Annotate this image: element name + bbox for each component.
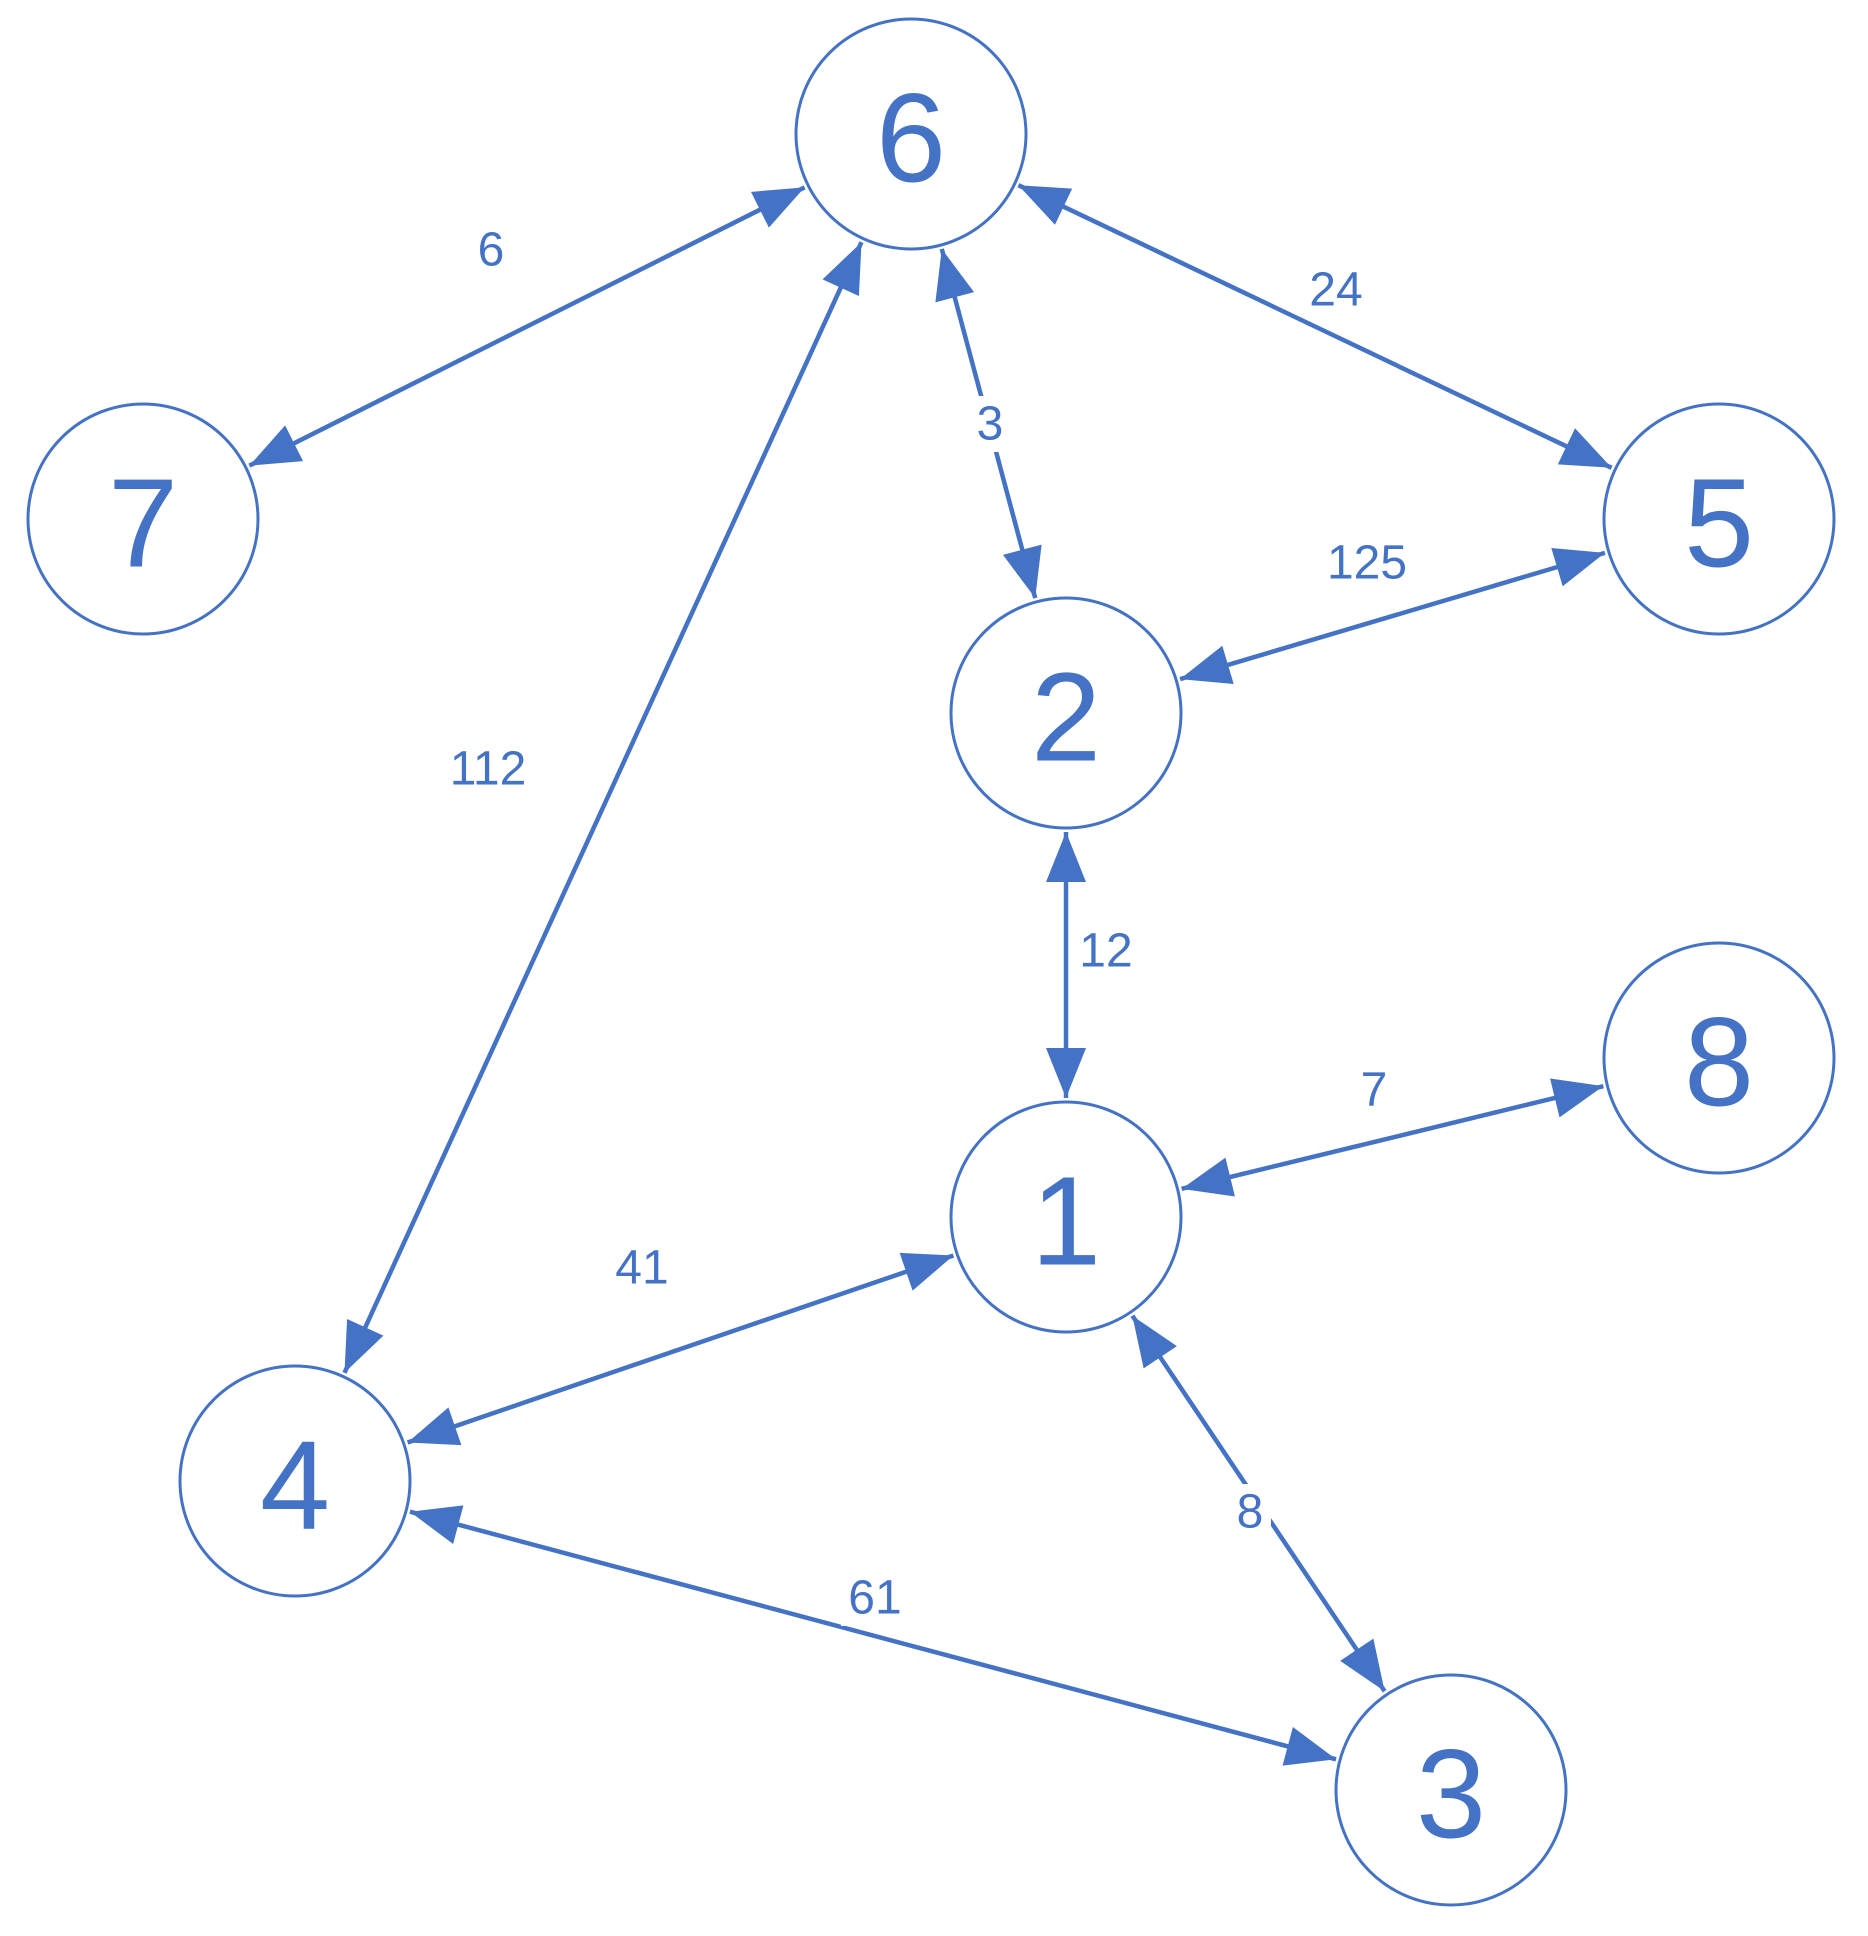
edge-weight-bg-6-5 [1302,262,1370,318]
arrowhead-end-5-2 [1180,645,1234,685]
node-circle-4 [178,1364,412,1598]
arrowhead-start-6-4 [822,242,862,297]
edge-weight-bg-2-1 [1072,923,1140,979]
edge-weight-6-7: 6 [478,224,505,277]
edge-weight-5-2: 125 [1327,537,1407,590]
edge-weight-4-3: 61 [848,1572,901,1625]
node-circle-8 [1602,941,1836,1175]
node-circle-3 [1334,1673,1568,1907]
node-label-8: 8 [1684,992,1754,1133]
edge-weight-1-4: 41 [615,1242,668,1295]
arrowhead-end-6-7 [249,425,304,466]
node-label-3: 3 [1416,1724,1486,1865]
edge-weight-bg-6-7 [470,222,512,278]
arrowhead-end-6-2 [1002,544,1042,599]
node-label-7: 7 [108,453,178,594]
arrowhead-start-1-8 [1181,1157,1235,1197]
node-1: 1 [949,1100,1183,1334]
edge-weight-bg-4-3 [841,1570,909,1626]
arrowhead-end-6-5 [1557,428,1612,468]
arrowhead-end-2-1 [1046,1048,1086,1098]
node-circle-6 [794,17,1028,251]
edge-6-7 [248,185,806,468]
node-circle-1 [949,1100,1183,1334]
arrowhead-end-1-8 [1550,1078,1604,1118]
edge-weight-1-8: 7 [1361,1064,1388,1117]
edge-weight-bg-1-4 [608,1240,676,1296]
arrowhead-start-6-5 [1018,185,1073,225]
edge-weight-bg-5-2 [1320,535,1414,591]
node-circle-2 [949,596,1183,830]
node-5: 5 [1602,402,1836,636]
node-7: 7 [26,402,260,636]
edge-weight-6-4: 112 [450,743,527,796]
arrowhead-start-6-2 [935,248,975,303]
node-label-2: 2 [1031,647,1101,788]
edge-weight-6-5: 24 [1309,264,1362,317]
node-6: 6 [794,17,1028,251]
edge-weight-bg-1-8 [1353,1062,1395,1118]
edges-layer [248,183,1613,1766]
edge-weight-1-3: 8 [1237,1486,1264,1539]
edge-weight-2-1: 12 [1079,925,1132,978]
arrowhead-start-4-3 [409,1505,464,1544]
node-2: 2 [949,596,1183,830]
edge-1-4 [406,1253,955,1445]
edge-weight-6-2: 3 [977,398,1004,451]
edge-weight-bg-6-2 [969,396,1011,452]
edge-1-8 [1181,1083,1604,1192]
node-circle-5 [1602,402,1836,636]
arrowhead-start-2-1 [1046,832,1086,882]
arrowhead-start-6-7 [750,187,805,228]
node-8: 8 [1602,941,1836,1175]
node-4: 4 [178,1364,412,1598]
node-label-6: 6 [876,68,946,209]
node-circle-7 [26,402,260,636]
arrowhead-end-4-3 [1282,1727,1337,1766]
arrowhead-start-1-4 [899,1252,954,1291]
edge-weight-bg-6-4 [441,741,535,797]
edge-5-2 [1179,550,1606,682]
arrowhead-start-1-3 [1132,1315,1177,1369]
node-label-4: 4 [260,1415,330,1556]
arrowhead-end-1-3 [1340,1638,1385,1692]
node-3: 3 [1334,1673,1568,1907]
edge-6-5 [1017,183,1613,470]
arrowhead-end-1-4 [407,1407,462,1446]
arrowhead-start-5-2 [1551,547,1605,587]
edge-6-4 [342,241,864,1374]
node-label-5: 5 [1684,453,1754,594]
edge-weight-bg-1-3 [1229,1484,1271,1540]
edge-4-3 [409,1509,1337,1762]
node-label-1: 1 [1031,1151,1101,1292]
arrowhead-end-6-4 [344,1318,384,1373]
